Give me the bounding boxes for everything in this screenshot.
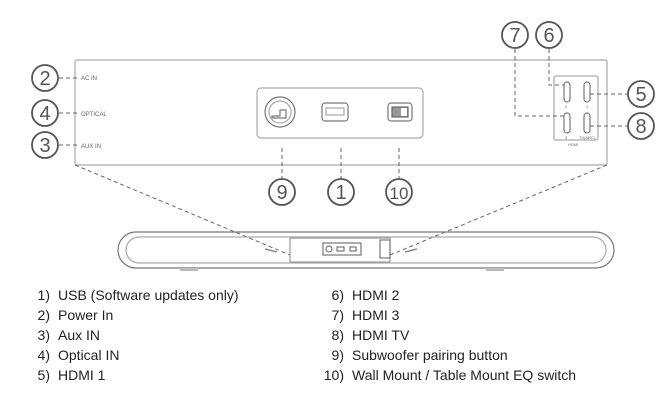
callout-7: 7 — [509, 25, 520, 47]
legend-item: 5)HDMI 1 — [37, 367, 106, 383]
ac-in-label: AC IN — [81, 76, 97, 82]
soundbar-drawing — [117, 231, 615, 271]
legend-right: 6)HDMI 2 7)HDMI 3 8)HDMI TV 9)Subwoofer … — [318, 285, 576, 385]
legend-item: 7)HDMI 3 — [331, 307, 400, 323]
hdmi-port-panel — [553, 75, 599, 141]
callout-5: 5 — [635, 84, 646, 106]
optical-label: OPTICAL — [81, 112, 107, 118]
hdmi-2-label: 2 — [565, 104, 568, 109]
legend-item: 2)Power In — [37, 307, 114, 323]
hdmi-tv-port — [583, 112, 591, 134]
eq-switch — [387, 102, 413, 122]
hdmi-label: HDMI — [568, 142, 578, 147]
hdmi-2-port — [563, 81, 571, 103]
aux-in-label: AUX IN — [81, 144, 101, 150]
callout-3: 3 — [39, 135, 50, 157]
hdmi-3-label: 3 — [565, 135, 568, 140]
legend-item: 10)Wall Mount / Table Mount EQ switch — [323, 367, 577, 383]
hdmi-tv-label: TV(ARC) — [579, 135, 596, 140]
callout-10: 10 — [390, 184, 409, 203]
legend-left: 1)USB (Software updates only) 2)Power In… — [32, 285, 239, 385]
callout-1: 1 — [335, 182, 346, 204]
rear-panel-drawing: AC IN OPTICAL AUX IN 2 1 3 TV(ARC) HDMI … — [31, 21, 655, 271]
hdmi-1-port — [583, 81, 591, 103]
callout-2: 2 — [39, 68, 50, 90]
legend-item: 3)Aux IN — [37, 327, 101, 343]
callout-6: 6 — [543, 25, 554, 47]
callout-8: 8 — [635, 116, 646, 138]
callout-4: 4 — [39, 103, 50, 125]
legend-item: 6)HDMI 2 — [331, 287, 400, 303]
hdmi-3-port — [563, 112, 571, 134]
legend-item: 4)Optical IN — [37, 347, 120, 363]
legend-item: 8)HDMI TV — [331, 327, 410, 343]
usb-port — [321, 102, 349, 122]
legend-item: 1)USB (Software updates only) — [37, 287, 239, 303]
hdmi-1-label: 1 — [586, 104, 589, 109]
legend-item: 9)Subwoofer pairing button — [331, 347, 508, 363]
subwoofer-pair-button — [264, 96, 296, 128]
callout-9: 9 — [276, 182, 287, 204]
center-port-panel — [256, 87, 424, 139]
